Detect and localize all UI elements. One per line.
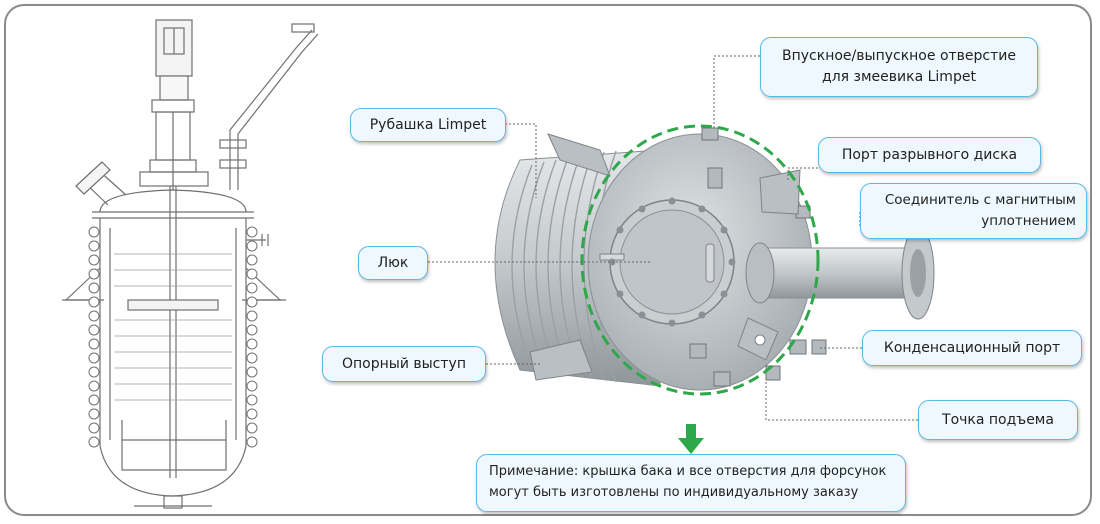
top-nozzle [701,127,719,141]
callout-magnetic-seal-line2: уплотнением [981,213,1076,229]
support-lug-top [547,133,611,177]
leader-lines [428,55,918,421]
support-lug-bottom [529,339,593,381]
callout-limpet-jacket: Рубашка Limpet [350,108,506,142]
shell-top-head [99,189,247,213]
callout-support-lug-label: Опорный выступ [342,355,466,372]
callout-condensation-port: Конденсационный порт [862,330,1082,366]
limpet-coil-drawing [88,226,258,448]
callout-limpet-jacket-label: Рубашка Limpet [369,116,487,133]
callout-support-lug: Опорный выступ [322,346,486,382]
callout-note-line2: могут быть изготовлены по индивидуальном… [489,485,859,500]
callout-manhole: Люк [358,246,428,280]
magnetic-seal-pipe [759,247,911,299]
callout-manhole-label: Люк [377,254,409,271]
highlight-ring [580,124,820,396]
callout-inlet-outlet-line1: Впускное/выпускное отверстие [782,48,1016,64]
callout-inlet-outlet: Впускное/выпускное отверстие для змеевик… [760,37,1038,97]
callout-note-line1: Примечание: крышка бака и все отверстия … [489,464,887,479]
callout-lifting-point-label: Точка подъема [942,411,1054,428]
arrow-down-icon [678,424,704,454]
callout-burst-disc-label: Порт разрывного диска [841,146,1018,163]
callout-burst-disc: Порт разрывного диска [818,137,1041,173]
callout-inlet-outlet-line2: для змеевика Limpet [822,69,976,85]
callout-lifting-point: Точка подъема [918,400,1078,440]
callout-magnetic-seal: Соединитель с магнитным уплотнением [860,183,1087,239]
callout-condensation-port-label: Конденсационный порт [883,339,1061,356]
callout-note: Примечание: крышка бака и все отверстия … [476,454,906,512]
callout-magnetic-seal-line1: Соединитель с магнитным [884,192,1076,208]
